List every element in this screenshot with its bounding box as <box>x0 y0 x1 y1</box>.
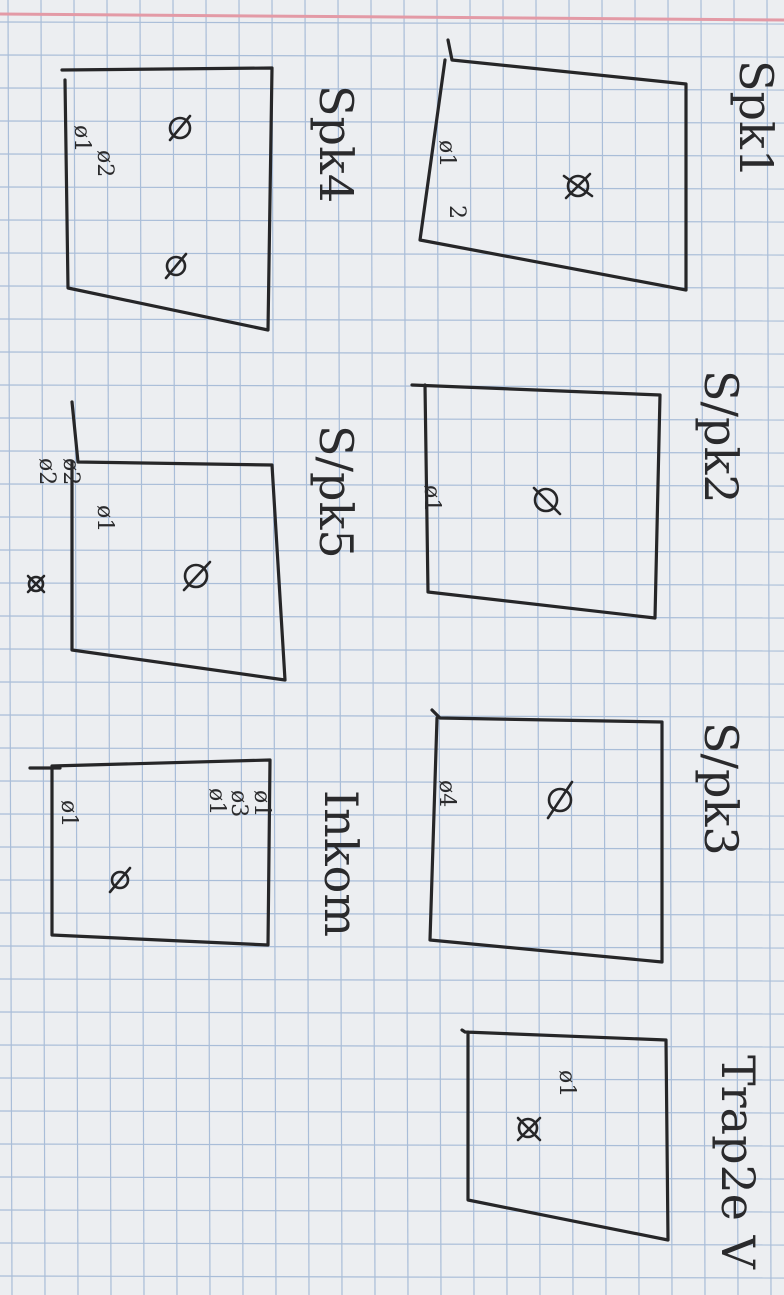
grid-line <box>635 0 639 1295</box>
grid-line <box>272 0 276 1295</box>
room-1: Spk1 ø1 2 <box>420 40 783 290</box>
grid-line <box>0 1276 784 1278</box>
grid-line <box>0 748 784 750</box>
grid-line <box>0 814 784 816</box>
grid-line <box>0 22 784 24</box>
room-2: S/pk2 ø1 <box>412 370 748 618</box>
grid-line <box>0 418 784 420</box>
entrance-mark: ø1 <box>204 788 229 815</box>
grid-line <box>0 913 784 915</box>
entrance-mark: ø3 <box>226 790 251 817</box>
room-3-label: S/pk3 <box>694 722 748 856</box>
room-4-mark: ø1 <box>69 125 94 152</box>
grid-line <box>767 0 771 1295</box>
grid-line <box>701 0 705 1295</box>
grid-line <box>8 0 12 1295</box>
grid-line <box>0 979 784 981</box>
entrance: Inkom ø1 ø1 ø3 ø1 <box>30 760 368 945</box>
margin-line <box>0 14 784 20</box>
grid-line <box>0 121 784 123</box>
grid-line <box>668 0 672 1295</box>
grid-line <box>0 220 784 222</box>
grid-line <box>0 385 784 387</box>
room-4-label: Spk4 <box>309 85 363 203</box>
room-5-mark: ø2 <box>34 458 59 485</box>
grid-line <box>0 484 784 486</box>
grid-line <box>0 88 784 90</box>
grid-line <box>206 0 210 1295</box>
grid-line <box>0 649 784 651</box>
grid-line <box>371 0 375 1295</box>
grid-line <box>0 319 784 321</box>
room-3-mark: ø4 <box>434 780 459 807</box>
grid-line <box>470 0 474 1295</box>
grid-line <box>0 1012 784 1014</box>
grid-line <box>0 352 784 354</box>
grid-line <box>173 0 177 1295</box>
room-5-label: S/pk5 <box>309 425 363 559</box>
grid-line <box>0 451 784 453</box>
room-2-mark: ø1 <box>419 485 444 512</box>
grid-line <box>74 0 78 1295</box>
room-3: S/pk3 ø4 <box>430 710 748 962</box>
room-5: S/pk5 ø1 ø2 ø2 <box>28 402 363 680</box>
room-4-mark: ø2 <box>92 150 117 177</box>
grid-line <box>437 0 441 1295</box>
grid-line <box>0 715 784 717</box>
grid-line <box>0 583 784 585</box>
grid-line <box>0 253 784 255</box>
grid-line <box>107 0 111 1295</box>
grid-line <box>0 847 784 849</box>
grid-line <box>0 682 784 684</box>
entrance-mark: ø1 <box>249 790 274 817</box>
stairs-label: Trap2e V <box>711 1055 765 1270</box>
grid-line <box>0 781 784 783</box>
room-5-mark: ø2 <box>58 458 83 485</box>
room-1-label: Spk1 <box>729 60 783 178</box>
grid-line <box>602 0 606 1295</box>
grid-line <box>0 1243 784 1245</box>
entrance-mark: ø1 <box>56 800 81 827</box>
room-1-mark: 2 <box>444 205 469 219</box>
grid-line <box>305 0 309 1295</box>
grid-line <box>536 0 540 1295</box>
grid-line <box>0 946 784 948</box>
room-2-label: S/pk2 <box>694 370 748 504</box>
stairs-mark: ø1 <box>554 1070 579 1097</box>
entrance-label: Inkom <box>314 790 368 937</box>
grid-line <box>503 0 507 1295</box>
room-5-mark: ø1 <box>92 505 117 532</box>
grid-line <box>140 0 144 1295</box>
grid-line <box>0 187 784 189</box>
stairs: Trap2e V ø1 <box>462 1030 765 1270</box>
grid-line <box>404 0 408 1295</box>
grid-line <box>0 55 784 57</box>
grid-line <box>0 550 784 552</box>
grid-line <box>41 0 45 1295</box>
grid-line <box>239 0 243 1295</box>
grid-line <box>0 616 784 618</box>
room-1-mark: ø1 <box>434 140 459 167</box>
